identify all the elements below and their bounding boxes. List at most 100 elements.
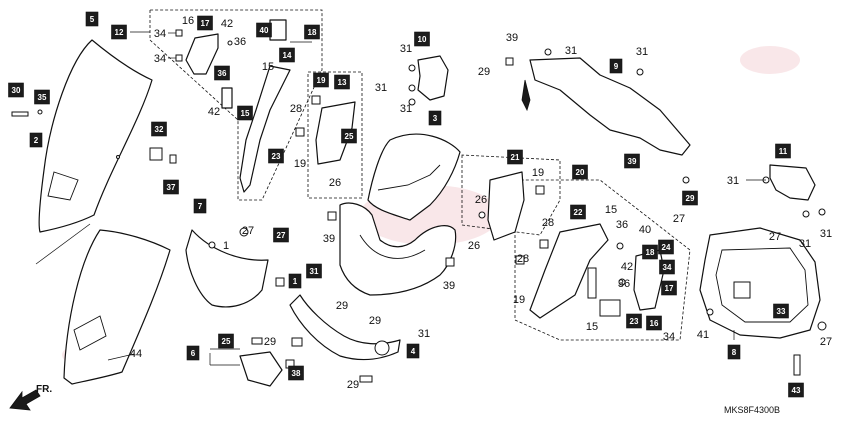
callout-box bbox=[414, 31, 430, 47]
callout-c31d: 31 bbox=[565, 45, 577, 57]
callout-box bbox=[661, 280, 677, 296]
callout-c31i: 31 bbox=[306, 263, 322, 279]
callout-number: 31 bbox=[820, 228, 832, 240]
callout-number: 39 bbox=[443, 280, 455, 292]
callout-number: 29 bbox=[264, 336, 276, 348]
callout-c39c: 39 bbox=[323, 233, 335, 245]
callout-number: 44 bbox=[130, 348, 142, 360]
callout-box bbox=[306, 263, 322, 279]
callout-number: 30 bbox=[12, 86, 21, 95]
callout-c43: 43 bbox=[788, 382, 804, 398]
callout-c27a: 27 bbox=[673, 213, 685, 225]
callout-number: 39 bbox=[506, 32, 518, 44]
callout-c28c: 28 bbox=[517, 253, 529, 265]
callout-c23b: 23 bbox=[626, 313, 642, 329]
callout-number: 17 bbox=[201, 19, 210, 28]
callout-c26b: 26 bbox=[475, 194, 487, 206]
callout-box bbox=[279, 47, 295, 63]
callout-box bbox=[659, 259, 675, 275]
callout-c9: 9 bbox=[609, 58, 623, 74]
callout-c36b: 36 bbox=[214, 65, 230, 81]
callout-number: 29 bbox=[369, 315, 381, 327]
callout-box bbox=[304, 24, 320, 40]
callout-c15c: 15 bbox=[605, 204, 617, 216]
callout-c18b: 18 bbox=[642, 244, 658, 260]
callout-c26a: 26 bbox=[329, 177, 341, 189]
callout-number: 19 bbox=[294, 158, 306, 170]
callout-number: 29 bbox=[686, 194, 695, 203]
callout-c11: 11 bbox=[775, 143, 791, 159]
callout-c37: 37 bbox=[163, 179, 179, 195]
callout-box bbox=[288, 273, 302, 289]
callout-box bbox=[341, 128, 357, 144]
callout-c16: 16 bbox=[182, 15, 194, 27]
frame-8 bbox=[699, 227, 827, 376]
callout-number: 24 bbox=[662, 243, 671, 252]
stay-20 bbox=[515, 223, 665, 319]
callout-c17b: 17 bbox=[661, 280, 677, 296]
callout-c19b: 19 bbox=[294, 158, 306, 170]
callout-c31g: 31 bbox=[799, 238, 811, 250]
callout-box bbox=[163, 179, 179, 195]
callout-number: 16 bbox=[182, 15, 194, 27]
callout-box bbox=[313, 72, 329, 88]
callout-c36c: 36 bbox=[616, 219, 628, 231]
callout-number: 27 bbox=[820, 336, 832, 348]
callout-c28b: 28 bbox=[542, 217, 554, 229]
callout-box bbox=[186, 345, 200, 361]
callout-box bbox=[406, 343, 420, 359]
callout-number: 31 bbox=[565, 45, 577, 57]
callout-number: 34 bbox=[154, 28, 166, 40]
callout-number: 15 bbox=[241, 109, 250, 118]
callout-number: 36 bbox=[616, 219, 628, 231]
callout-box bbox=[507, 149, 523, 165]
drawing-code: MKS8F4300B bbox=[724, 405, 780, 415]
callout-number: 31 bbox=[400, 43, 412, 55]
callout-box bbox=[609, 58, 623, 74]
callout-c31f: 31 bbox=[727, 175, 739, 187]
callout-number: 17 bbox=[665, 284, 674, 293]
callout-c25b: 25 bbox=[218, 333, 234, 349]
callout-number: 42 bbox=[208, 106, 220, 118]
callout-c30: 30 bbox=[8, 82, 24, 98]
callout-number: 37 bbox=[167, 183, 176, 192]
callout-c42b: 42 bbox=[208, 106, 220, 118]
callout-number: 41 bbox=[697, 329, 709, 341]
callout-number: 15 bbox=[586, 321, 598, 333]
callout-number: 26 bbox=[475, 194, 487, 206]
callout-c8: 8 bbox=[727, 344, 741, 360]
callout-number: 19 bbox=[317, 76, 326, 85]
callout-number: 25 bbox=[222, 337, 231, 346]
lower-trim-4 bbox=[289, 294, 401, 361]
callout-c29f: 29 bbox=[347, 379, 359, 391]
callout-box bbox=[334, 74, 350, 90]
callout-number: 22 bbox=[574, 208, 583, 217]
callout-number: 29 bbox=[347, 379, 359, 391]
callout-c34d: 34 bbox=[663, 331, 675, 343]
callout-number: 31 bbox=[636, 46, 648, 58]
callout-number: 16 bbox=[650, 319, 659, 328]
meter-visor-3 bbox=[367, 133, 461, 221]
callout-c42c: 42 bbox=[621, 261, 633, 273]
callout-number: 19 bbox=[532, 167, 544, 179]
callout-number: 26 bbox=[468, 240, 480, 252]
group-outlines bbox=[149, 9, 691, 341]
callout-number: 34 bbox=[154, 53, 166, 65]
callout-number: 2 bbox=[34, 136, 39, 145]
callout-c40b: 40 bbox=[639, 224, 651, 236]
callout-box bbox=[29, 132, 43, 148]
callout-number: 3 bbox=[433, 114, 438, 123]
callout-number: 23 bbox=[272, 152, 281, 161]
callout-c29e: 29 bbox=[264, 336, 276, 348]
callout-c34c: 34 bbox=[659, 259, 675, 275]
callout-c31b: 31 bbox=[375, 82, 387, 94]
callout-c5: 5 bbox=[85, 11, 99, 27]
callout-c22: 22 bbox=[570, 204, 586, 220]
callout-number: 19 bbox=[513, 294, 525, 306]
callout-number: 10 bbox=[418, 35, 427, 44]
callout-box bbox=[727, 344, 741, 360]
callout-number: 18 bbox=[308, 28, 317, 37]
callout-number: 34 bbox=[663, 263, 672, 272]
callout-c15b: 15 bbox=[237, 105, 253, 121]
callout-box bbox=[658, 239, 674, 255]
